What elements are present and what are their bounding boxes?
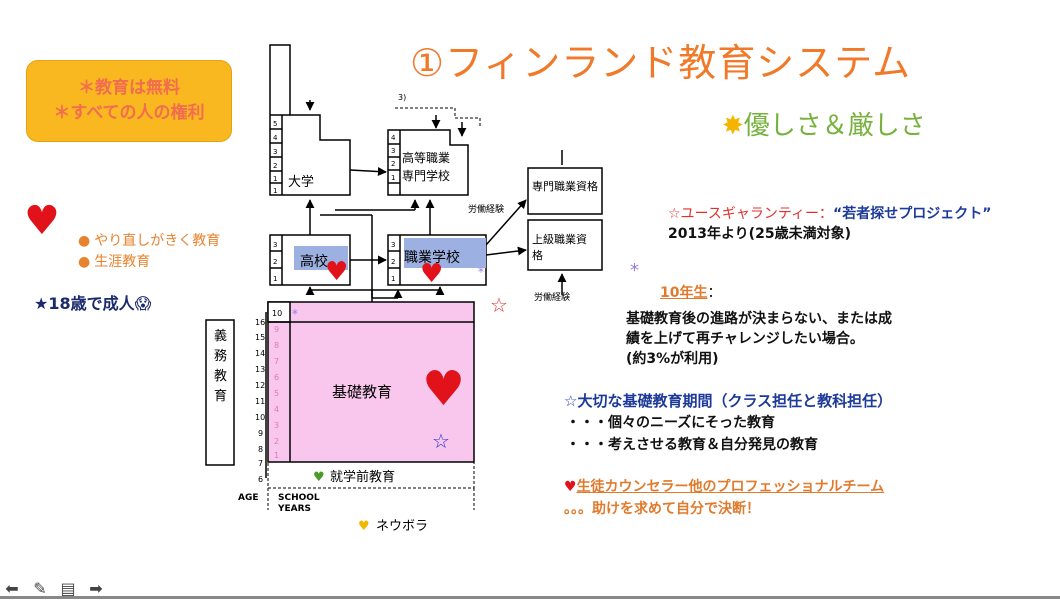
svg-text:3: 3 — [391, 241, 395, 249]
basic-education-label: 基礎教育 — [332, 383, 392, 401]
svg-text:1: 1 — [273, 275, 277, 283]
svg-text:4: 4 — [273, 134, 278, 142]
svg-text:2: 2 — [391, 258, 395, 266]
svg-text:1: 1 — [391, 174, 395, 182]
age-15: 15 — [255, 333, 265, 342]
heart-icon-basic: ♥ — [422, 361, 465, 417]
svg-text:2: 2 — [273, 162, 277, 170]
age-12: 12 — [255, 381, 265, 390]
svg-text:5: 5 — [274, 389, 279, 398]
advanced-qual-label-1: 上級職業資 — [532, 233, 587, 246]
basic-period-line1: ・・・個々のニーズにそった教育 — [566, 415, 776, 431]
heart-icon-vocational: ♥ — [420, 259, 443, 289]
basic-period-line2: ・・・考えさせる教育＆自分発見の教育 — [566, 437, 818, 453]
age-axis-label: AGE — [238, 493, 259, 503]
green-heart-icon: ♥ — [313, 470, 325, 485]
preschool-label: 就学前教育 — [330, 469, 395, 485]
age-11: 11 — [255, 397, 265, 406]
bottom-divider — [0, 596, 1060, 599]
age-16: 16 — [255, 318, 265, 327]
tenth-grade-line2: 績を上げて再チャレンジしたい場合。 — [626, 331, 864, 347]
svg-text:3: 3 — [274, 421, 279, 430]
svg-text:1: 1 — [274, 451, 279, 460]
star-outline-icon: ☆ — [432, 429, 450, 453]
asterisk-small-icon: * — [478, 265, 484, 279]
compulsory-4: 育 — [214, 388, 227, 404]
yellow-heart-icon: ♥ — [358, 519, 370, 534]
age-13: 13 — [255, 365, 265, 374]
counselor-line2: 。。。助けを求めて自分で決断！ — [564, 501, 760, 517]
svg-text:2: 2 — [273, 258, 277, 266]
svg-text:3: 3 — [391, 147, 395, 155]
svg-text:6: 6 — [274, 373, 279, 382]
asterisk-purple-icon: * — [630, 260, 639, 281]
age-7: 7 — [258, 459, 263, 468]
heart-icon: ♥ — [24, 198, 60, 244]
age-14: 14 — [255, 349, 265, 358]
school-years-2: YEARS — [277, 504, 311, 514]
star-red-icon: ☆ — [490, 293, 508, 317]
svg-text:7: 7 — [274, 357, 279, 366]
year-10: 10 — [272, 309, 282, 318]
education-system-diagram: 16 15 14 13 12 11 10 9 8 7 6 10 3) 9 8 7… — [205, 44, 603, 534]
age-8: 8 — [258, 445, 263, 454]
work-exp-label-2: 労働経験 — [534, 291, 570, 303]
counselor-line: ♥生徒カウンセラー他のプロフェッショナルチーム — [564, 479, 885, 495]
work-exp-label-1: 労働経験 — [468, 203, 504, 215]
star-burst-icon: ✸ — [722, 111, 744, 141]
left-item-2: ●生涯教育 — [78, 254, 151, 270]
compulsory-1: 義 — [214, 328, 227, 344]
svg-text:1: 1 — [391, 275, 395, 283]
svg-text:1: 1 — [273, 175, 277, 183]
svg-text:9: 9 — [274, 325, 279, 334]
adult-age-note: ★18歳で成人😱 — [34, 294, 152, 313]
heart-icon-highschool: ♥ — [325, 257, 348, 287]
age-9: 9 — [258, 429, 263, 438]
svg-text:3: 3 — [273, 241, 277, 249]
vocational-qual-label: 専門職業資格 — [532, 179, 598, 193]
neuvola-label: ネウボラ — [376, 519, 428, 534]
age-10: 10 — [255, 413, 265, 422]
youth-guarantee-since: 2013年より(25歳未満対象) — [668, 226, 851, 242]
free-line-1: ＊教育は無料 — [78, 77, 180, 98]
svg-text:2: 2 — [391, 160, 395, 168]
slide-toolbar: ⬅ ✎ ▤ ➡ — [0, 576, 106, 600]
svg-text:2: 2 — [274, 437, 279, 446]
page-title: ①フィンランド教育システム — [410, 41, 912, 85]
note-icon[interactable]: ▤ — [60, 578, 76, 598]
svg-text:1: 1 — [273, 187, 277, 195]
compulsory-3: 教 — [214, 368, 227, 384]
free-education-box: ＊教育は無料 ＊すべての人の権利 — [26, 60, 232, 142]
note-3: 3) — [398, 93, 406, 102]
subtitle: ✸優しさ＆厳しさ — [722, 105, 926, 142]
polytechnic-label-2: 専門学校 — [402, 168, 450, 183]
subtitle-text: 優しさ＆厳しさ — [743, 111, 926, 141]
polytechnic-label-1: 高等職業 — [402, 150, 450, 165]
advanced-qual-label-2: 格 — [532, 248, 543, 262]
svg-text:4: 4 — [391, 134, 396, 142]
svg-text:3: 3 — [273, 148, 277, 156]
school-years-1: SCHOOL — [278, 493, 320, 503]
age-6: 6 — [258, 475, 263, 484]
arrow-left-icon[interactable]: ⬅ — [5, 578, 19, 598]
heart-small-icon: ♥ — [564, 479, 577, 495]
next-arrow-icon[interactable]: ➡ — [89, 578, 103, 598]
tenth-grade-line1: 基礎教育後の進路が決まらない、または成 — [626, 311, 892, 327]
tenth-grade-line3: (約3%が利用) — [626, 351, 719, 367]
basic-period-heading: ☆大切な基礎教育期間（クラス担任と教科担任） — [564, 392, 893, 410]
svg-text:4: 4 — [274, 405, 279, 414]
university-label: 大学 — [288, 174, 314, 190]
tenth-grade-heading: 10年生： — [660, 285, 722, 301]
asterisk-icon: * — [292, 307, 298, 321]
youth-guarantee-line: ☆ユースギャランティー：“若者探せプロジェクト” — [668, 206, 992, 222]
high-school-label: 高校 — [300, 253, 328, 270]
svg-text:5: 5 — [273, 120, 277, 128]
svg-text:8: 8 — [274, 341, 279, 350]
pen-icon[interactable]: ✎ — [33, 578, 47, 598]
left-item-1: ●やり直しがきく教育 — [78, 233, 221, 249]
compulsory-2: 務 — [214, 349, 227, 364]
free-line-2: ＊すべての人の権利 — [53, 103, 205, 123]
vocational-label: 職業学校 — [404, 249, 460, 266]
